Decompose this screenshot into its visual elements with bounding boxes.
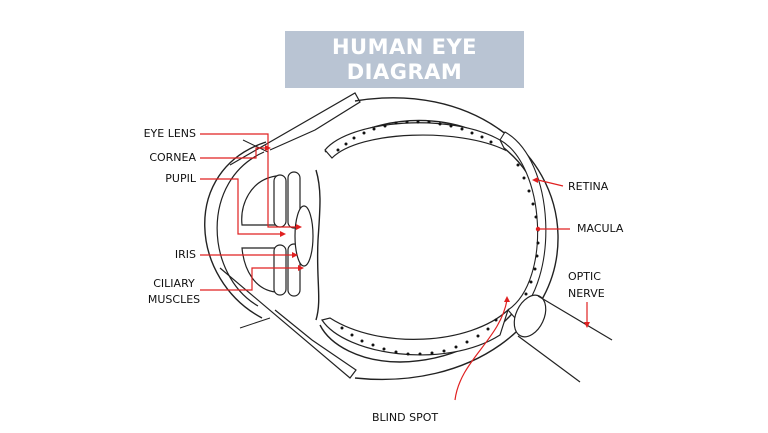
pointer-blind-spot <box>454 299 508 401</box>
label-iris: IRIS <box>174 248 196 261</box>
choroid-outline <box>319 119 545 363</box>
optic-disc <box>513 294 547 338</box>
retina-lower-band <box>321 308 510 356</box>
pointer-cornea <box>200 147 265 159</box>
pointer-ciliary <box>200 267 298 291</box>
optic-nerve-top <box>537 295 613 341</box>
label-blind-spot: BLIND SPOT <box>372 411 439 424</box>
lower-eye-wall <box>219 267 357 379</box>
label-cornea: CORNEA <box>149 151 196 164</box>
label-optic-nerve: OPTIC NERVE <box>568 270 605 300</box>
retina-dots <box>336 120 540 356</box>
upper-eye-wall <box>229 92 361 166</box>
label-eye-lens: EYE LENS <box>143 127 196 140</box>
label-pupil: PUPIL <box>165 172 196 185</box>
pointer-eye-lens <box>200 133 296 228</box>
optic-nerve-bottom <box>517 335 581 383</box>
retina-upper-band <box>324 122 507 159</box>
ciliary-lower-left <box>273 244 287 296</box>
diagram-title: HUMAN EYE DIAGRAM <box>285 31 524 88</box>
ciliary-upper-right <box>287 171 301 229</box>
vitreous-boundary <box>315 169 321 321</box>
title-line-2: DIAGRAM <box>346 59 463 84</box>
iris-upper <box>241 175 279 226</box>
sclera-outline <box>354 97 559 380</box>
label-ciliary-muscles: CILIARY MUSCLES <box>147 277 201 306</box>
cornea-outline <box>204 141 267 319</box>
title-line-1: HUMAN EYE <box>331 34 478 59</box>
pointer-retina <box>537 179 564 187</box>
pointer-lines <box>200 133 588 401</box>
pointer-pupil <box>200 178 280 235</box>
lid-tick-bottom <box>239 317 271 329</box>
cornea-inner <box>216 151 265 307</box>
label-macula: MACULA <box>577 222 624 235</box>
pointer-arrowheads <box>265 145 590 328</box>
ciliary-upper-left <box>273 174 287 228</box>
label-retina: RETINA <box>568 180 609 193</box>
retina-right-band <box>499 131 547 319</box>
eye-lens <box>294 205 314 267</box>
lid-tick-top <box>242 139 269 153</box>
